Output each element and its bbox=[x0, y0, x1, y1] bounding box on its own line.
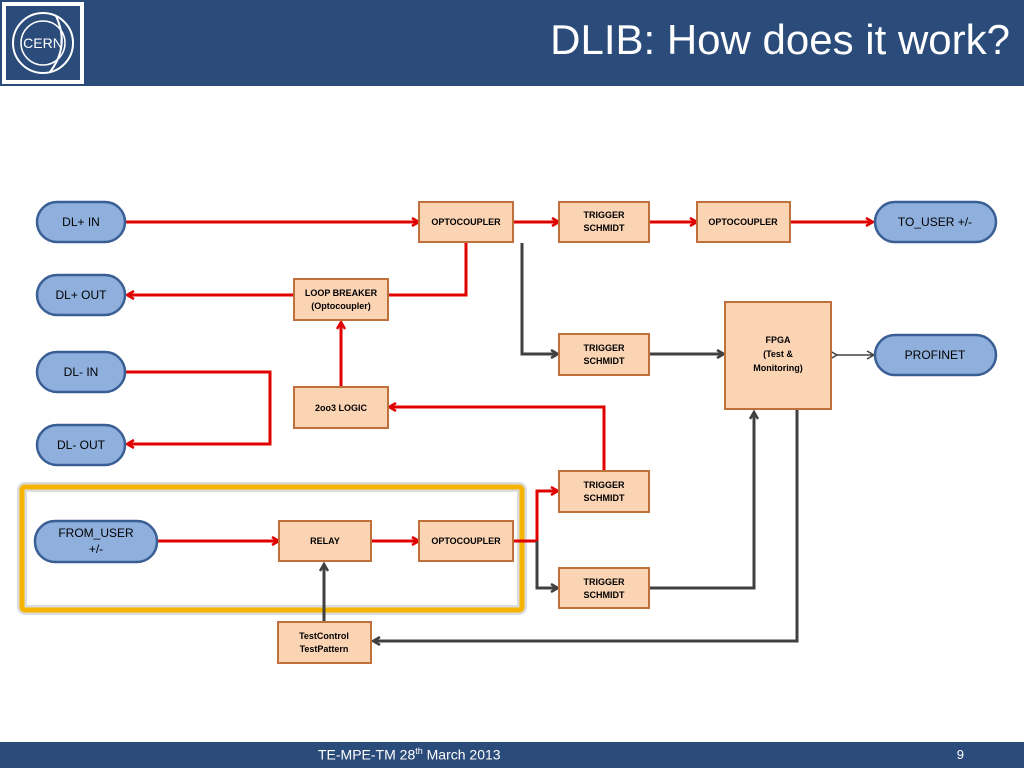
trigger-label-line2: SCHMIDT bbox=[584, 223, 625, 233]
dl-minus-out-node: DL- OUT bbox=[35, 423, 127, 467]
optocoupler-label: OPTOCOUPLER bbox=[708, 217, 778, 227]
trigger-label-line1: TRIGGER bbox=[583, 210, 625, 220]
from-user-node: FROM_USER +/- bbox=[33, 519, 159, 564]
trigger-label-line1: TRIGGER bbox=[583, 480, 625, 490]
logic-2oo3-box: 2oo3 LOGIC bbox=[293, 386, 389, 429]
logo-text: CERN bbox=[23, 35, 63, 51]
dl-plus-in-node: DL+ IN bbox=[35, 200, 127, 244]
trigger-label-line1: TRIGGER bbox=[583, 577, 625, 587]
optocoupler-box-2: OPTOCOUPLER bbox=[696, 201, 791, 243]
profinet-node: PROFINET bbox=[873, 333, 998, 377]
to-user-node: TO_USER +/- bbox=[873, 200, 998, 244]
trigger-label-line2: SCHMIDT bbox=[584, 356, 625, 366]
arrow-dlminusin-to-dlminusout bbox=[125, 370, 272, 444]
from-user-label-line1: FROM_USER bbox=[58, 526, 134, 540]
fpga-box: FPGA (Test & Monitoring) bbox=[724, 301, 832, 410]
arrow-opto3-to-trigger3 bbox=[513, 491, 557, 543]
block-diagram: DL+ IN DL+ OUT DL- IN DL- OUT FROM_USER … bbox=[17, 200, 998, 664]
dl-plus-out-label: DL+ OUT bbox=[55, 288, 107, 302]
trigger-schmidt-box-2: TRIGGER SCHMIDT bbox=[558, 333, 650, 376]
optocoupler-box-3: OPTOCOUPLER bbox=[418, 520, 514, 562]
loop-breaker-label-line1: LOOP BREAKER bbox=[305, 288, 378, 298]
line-opto-to-loopbreaker bbox=[388, 243, 468, 297]
arrow-opto3-to-trigger4 bbox=[535, 541, 557, 588]
relay-box: RELAY bbox=[278, 520, 372, 562]
arrow-opto-to-trigger2 bbox=[520, 243, 557, 354]
testcontrol-box: TestControl TestPattern bbox=[277, 621, 372, 664]
dl-minus-in-label: DL- IN bbox=[64, 365, 99, 379]
connectors bbox=[125, 222, 876, 641]
footer-sup: th bbox=[415, 746, 423, 756]
fpga-label-line2: (Test & bbox=[763, 349, 793, 359]
optocoupler-label: OPTOCOUPLER bbox=[431, 217, 501, 227]
to-user-label: TO_USER +/- bbox=[898, 215, 972, 229]
slide-footer: TE-MPE-TM 28th March 2013 9 bbox=[0, 742, 1024, 768]
relay-label: RELAY bbox=[310, 536, 340, 546]
cern-logo-icon: CERN bbox=[12, 12, 74, 74]
logic-2oo3-label: 2oo3 LOGIC bbox=[315, 403, 368, 413]
dl-minus-in-node: DL- IN bbox=[35, 350, 127, 394]
arrow-fpga-to-testcontrol bbox=[374, 409, 799, 641]
optocoupler-box-1: OPTOCOUPLER bbox=[418, 201, 514, 243]
testcontrol-label-line2: TestPattern bbox=[300, 644, 349, 654]
footer-text: TE-MPE-TM 28th March 2013 bbox=[318, 746, 501, 763]
trigger-label-line1: TRIGGER bbox=[583, 343, 625, 353]
dl-plus-out-node: DL+ OUT bbox=[35, 273, 127, 317]
trigger-label-line2: SCHMIDT bbox=[584, 493, 625, 503]
dl-plus-in-label: DL+ IN bbox=[62, 215, 100, 229]
page-number: 9 bbox=[956, 747, 964, 762]
trigger-schmidt-box-3: TRIGGER SCHMIDT bbox=[558, 470, 650, 513]
dl-minus-out-label: DL- OUT bbox=[57, 438, 106, 452]
profinet-label: PROFINET bbox=[905, 348, 966, 362]
trigger-schmidt-box-4: TRIGGER SCHMIDT bbox=[558, 567, 650, 609]
footer-suffix: March 2013 bbox=[422, 746, 501, 763]
arrow-trigger4-to-fpga bbox=[649, 413, 754, 590]
footer-prefix: TE-MPE-TM 28 bbox=[318, 746, 416, 763]
highlight-frame bbox=[19, 484, 525, 613]
fpga-label-line3: Monitoring) bbox=[753, 363, 802, 373]
slide-title: DLIB: How does it work? bbox=[550, 16, 1010, 63]
from-user-label-line2: +/- bbox=[89, 542, 103, 556]
trigger-schmidt-box-1: TRIGGER SCHMIDT bbox=[558, 201, 650, 243]
trigger-label-line2: SCHMIDT bbox=[584, 590, 625, 600]
loop-breaker-box: LOOP BREAKER (Optocoupler) bbox=[293, 278, 389, 321]
slide-header: CERN DLIB: How does it work? bbox=[0, 0, 1024, 86]
optocoupler-label: OPTOCOUPLER bbox=[431, 536, 501, 546]
arrow-trigger3-to-logic bbox=[390, 407, 606, 471]
testcontrol-label-line1: TestControl bbox=[299, 631, 349, 641]
fpga-label-line1: FPGA bbox=[765, 335, 791, 345]
loop-breaker-label-line2: (Optocoupler) bbox=[311, 301, 371, 311]
cern-logo: CERN bbox=[2, 2, 84, 84]
